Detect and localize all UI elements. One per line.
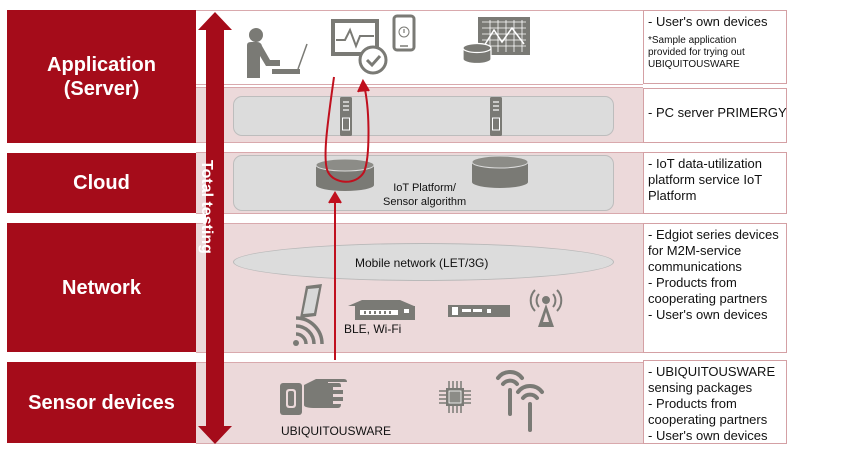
desc-line: - IoT data-utilization [648,156,762,171]
desc-line: sensing packages [648,380,753,395]
server-platform-box [233,96,614,136]
desc-sensor: - UBIQUITOUSWARE sensing packages - Prod… [643,360,787,444]
iot-platform-label-line2: Sensor algorithm [383,196,467,208]
desc-line: - Products from [648,275,737,290]
desc-server-line: - PC server PRIMERGY [648,105,787,120]
desc-network: - Edgiot series devices for M2M-service … [643,223,787,353]
desc-cloud: - IoT data-utilization platform service … [643,152,787,214]
iot-platform-label-line1: IoT Platform/ [393,182,456,194]
band-application [196,10,643,85]
desc-line: communications [648,259,742,274]
desc-line: - Edgiot series devices [648,227,779,242]
server-tower-icon [490,97,502,136]
cell-tower-icon [529,289,563,327]
router-icon [348,300,415,320]
desc-line: cooperating partners [648,291,768,306]
desc-line: - UBIQUITOUSWARE [648,364,776,379]
layer-sensor-label: Sensor devices [28,391,175,414]
desc-line: - User's own devices [648,428,768,443]
desc-line: for M2M-service [648,243,742,258]
note-line: provided for trying out [648,47,745,58]
upload-arrowhead [328,191,342,204]
layer-application-line2: (Server) [63,77,140,100]
mobile-network-label: Mobile network (LET/3G) [355,256,489,270]
note-line: *Sample application [648,35,737,46]
database-icon [315,158,375,191]
layer-network-label: Network [62,276,141,299]
layer-cloud-label: Cloud [73,172,130,194]
arrow-up-head [198,12,232,32]
data-flow-arrows [324,76,370,360]
database-icon [471,155,529,188]
monitor-check-icon [331,19,388,75]
layer-sensor-devices: Sensor devices [7,362,196,443]
database-chart-icon [462,17,530,65]
desc-server: - PC server PRIMERGY [643,88,787,143]
note-line: UBIQUITOUSWARE [648,59,740,70]
wifi-signal-icon [293,316,324,346]
desc-line: - User's own devices [648,307,768,322]
antenna-sensor-icon [496,370,544,432]
layer-application-line1: Application [47,53,156,76]
desc-line: platform service IoT [648,172,763,187]
wearable-hand-icon [280,379,347,415]
total-testing-arrow [198,12,232,444]
person-laptop-icon [247,28,308,78]
mobile-network-ellipse [233,243,614,281]
server-tower-icon [340,97,352,136]
cloud-platform-box [233,155,614,211]
total-testing-label: Total testing [198,160,215,254]
desc-application: - User's own devices *Sample application… [643,10,787,84]
ubiquitousware-label: UBIQUITOUSWARE [281,424,392,438]
arrow-down-head [198,426,232,444]
network-switch-icon [448,305,510,317]
tablet-icon [300,284,322,318]
desc-application-note: *Sample application provided for trying … [648,35,782,71]
loop-arrowhead [357,78,370,93]
desc-application-line: - User's own devices [648,14,768,29]
desc-line: cooperating partners [648,412,768,427]
layer-cloud: Cloud [7,153,196,213]
iot-platform-label: IoT Platform/ Sensor algorithm [383,181,466,209]
chip-icon [439,381,471,413]
desc-line: - Products from [648,396,737,411]
desc-line: Platform [648,188,697,203]
layer-application: Application(Server) [7,10,196,143]
loop-path [324,76,370,183]
band-sensor [196,362,643,444]
ble-wifi-label: BLE, Wi-Fi [344,322,402,336]
smartphone-alert-icon [392,14,416,52]
layer-network: Network [7,223,196,352]
